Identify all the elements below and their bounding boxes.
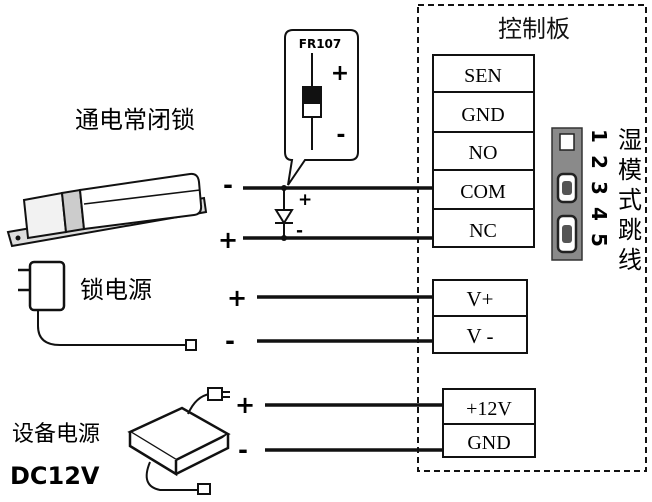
terminal-supply-gnd: GND	[467, 432, 510, 454]
jumper-number-1: 1	[587, 129, 611, 143]
jumper-block	[551, 127, 583, 261]
jumper-numbers: 1 2 3 4 5	[587, 129, 611, 247]
device-power-minus-sign: -	[238, 436, 248, 464]
lock-power-plus-sign: +	[227, 284, 247, 312]
terminal-12v: +12V	[466, 398, 512, 420]
jumper-label-char-2: 模	[618, 156, 642, 184]
diode-model-label: FR107	[299, 37, 342, 51]
lock-power-terminal-block: V+ V -	[432, 279, 528, 354]
device-power-plus-sign: +	[235, 391, 255, 419]
device-power-wiring: + -	[235, 391, 443, 464]
lock-power-wiring: + -	[225, 284, 433, 355]
diode-minus-sign: -	[296, 221, 303, 241]
diode-callout-minus: -	[336, 123, 345, 148]
terminal-v-plus: V+	[466, 287, 493, 311]
lock-label: 通电常闭锁	[75, 106, 195, 134]
diode-plus-sign: +	[298, 190, 312, 210]
jumper-label-char-5: 线	[618, 246, 642, 274]
jumper-number-4: 4	[587, 207, 611, 221]
terminal-nc: NC	[469, 220, 497, 242]
diode-callout: FR107 + -	[284, 29, 359, 186]
lock-minus-sign: -	[223, 171, 233, 199]
terminal-no: NO	[469, 142, 498, 164]
lock-wiring: - + + -	[218, 171, 433, 254]
jumper-label-char-3: 式	[618, 186, 642, 214]
jumper-number-2: 2	[587, 155, 611, 169]
lock-plus-sign: +	[218, 226, 238, 254]
terminal-com: COM	[460, 181, 506, 203]
device-power-voltage: DC12V	[10, 462, 100, 490]
terminal-gnd: GND	[461, 104, 504, 126]
jumper-number-3: 3	[587, 181, 611, 195]
lock-power-minus-sign: -	[225, 327, 235, 355]
diode-symbol	[274, 209, 294, 225]
terminal-sen: SEN	[464, 65, 502, 87]
terminal-v-minus: V -	[466, 324, 493, 348]
supply-terminal-block: +12V GND	[442, 388, 536, 458]
lock-illustration	[6, 172, 208, 248]
control-board-title: 控制板	[498, 15, 570, 43]
device-power-adapter-icon	[127, 387, 231, 495]
jumper-number-5: 5	[587, 233, 611, 247]
lock-power-label: 锁电源	[80, 276, 152, 304]
lock-power-adapter-icon	[18, 260, 197, 351]
terminal-block: SEN GND NO COM NC	[432, 54, 535, 248]
jumper-label: 湿 模 式 跳 线	[618, 126, 642, 274]
diode-callout-plus: +	[331, 61, 349, 86]
jumper-label-char-1: 湿	[618, 126, 642, 154]
jumper-label-char-4: 跳	[618, 216, 642, 244]
device-power-label: 设备电源	[12, 422, 100, 447]
